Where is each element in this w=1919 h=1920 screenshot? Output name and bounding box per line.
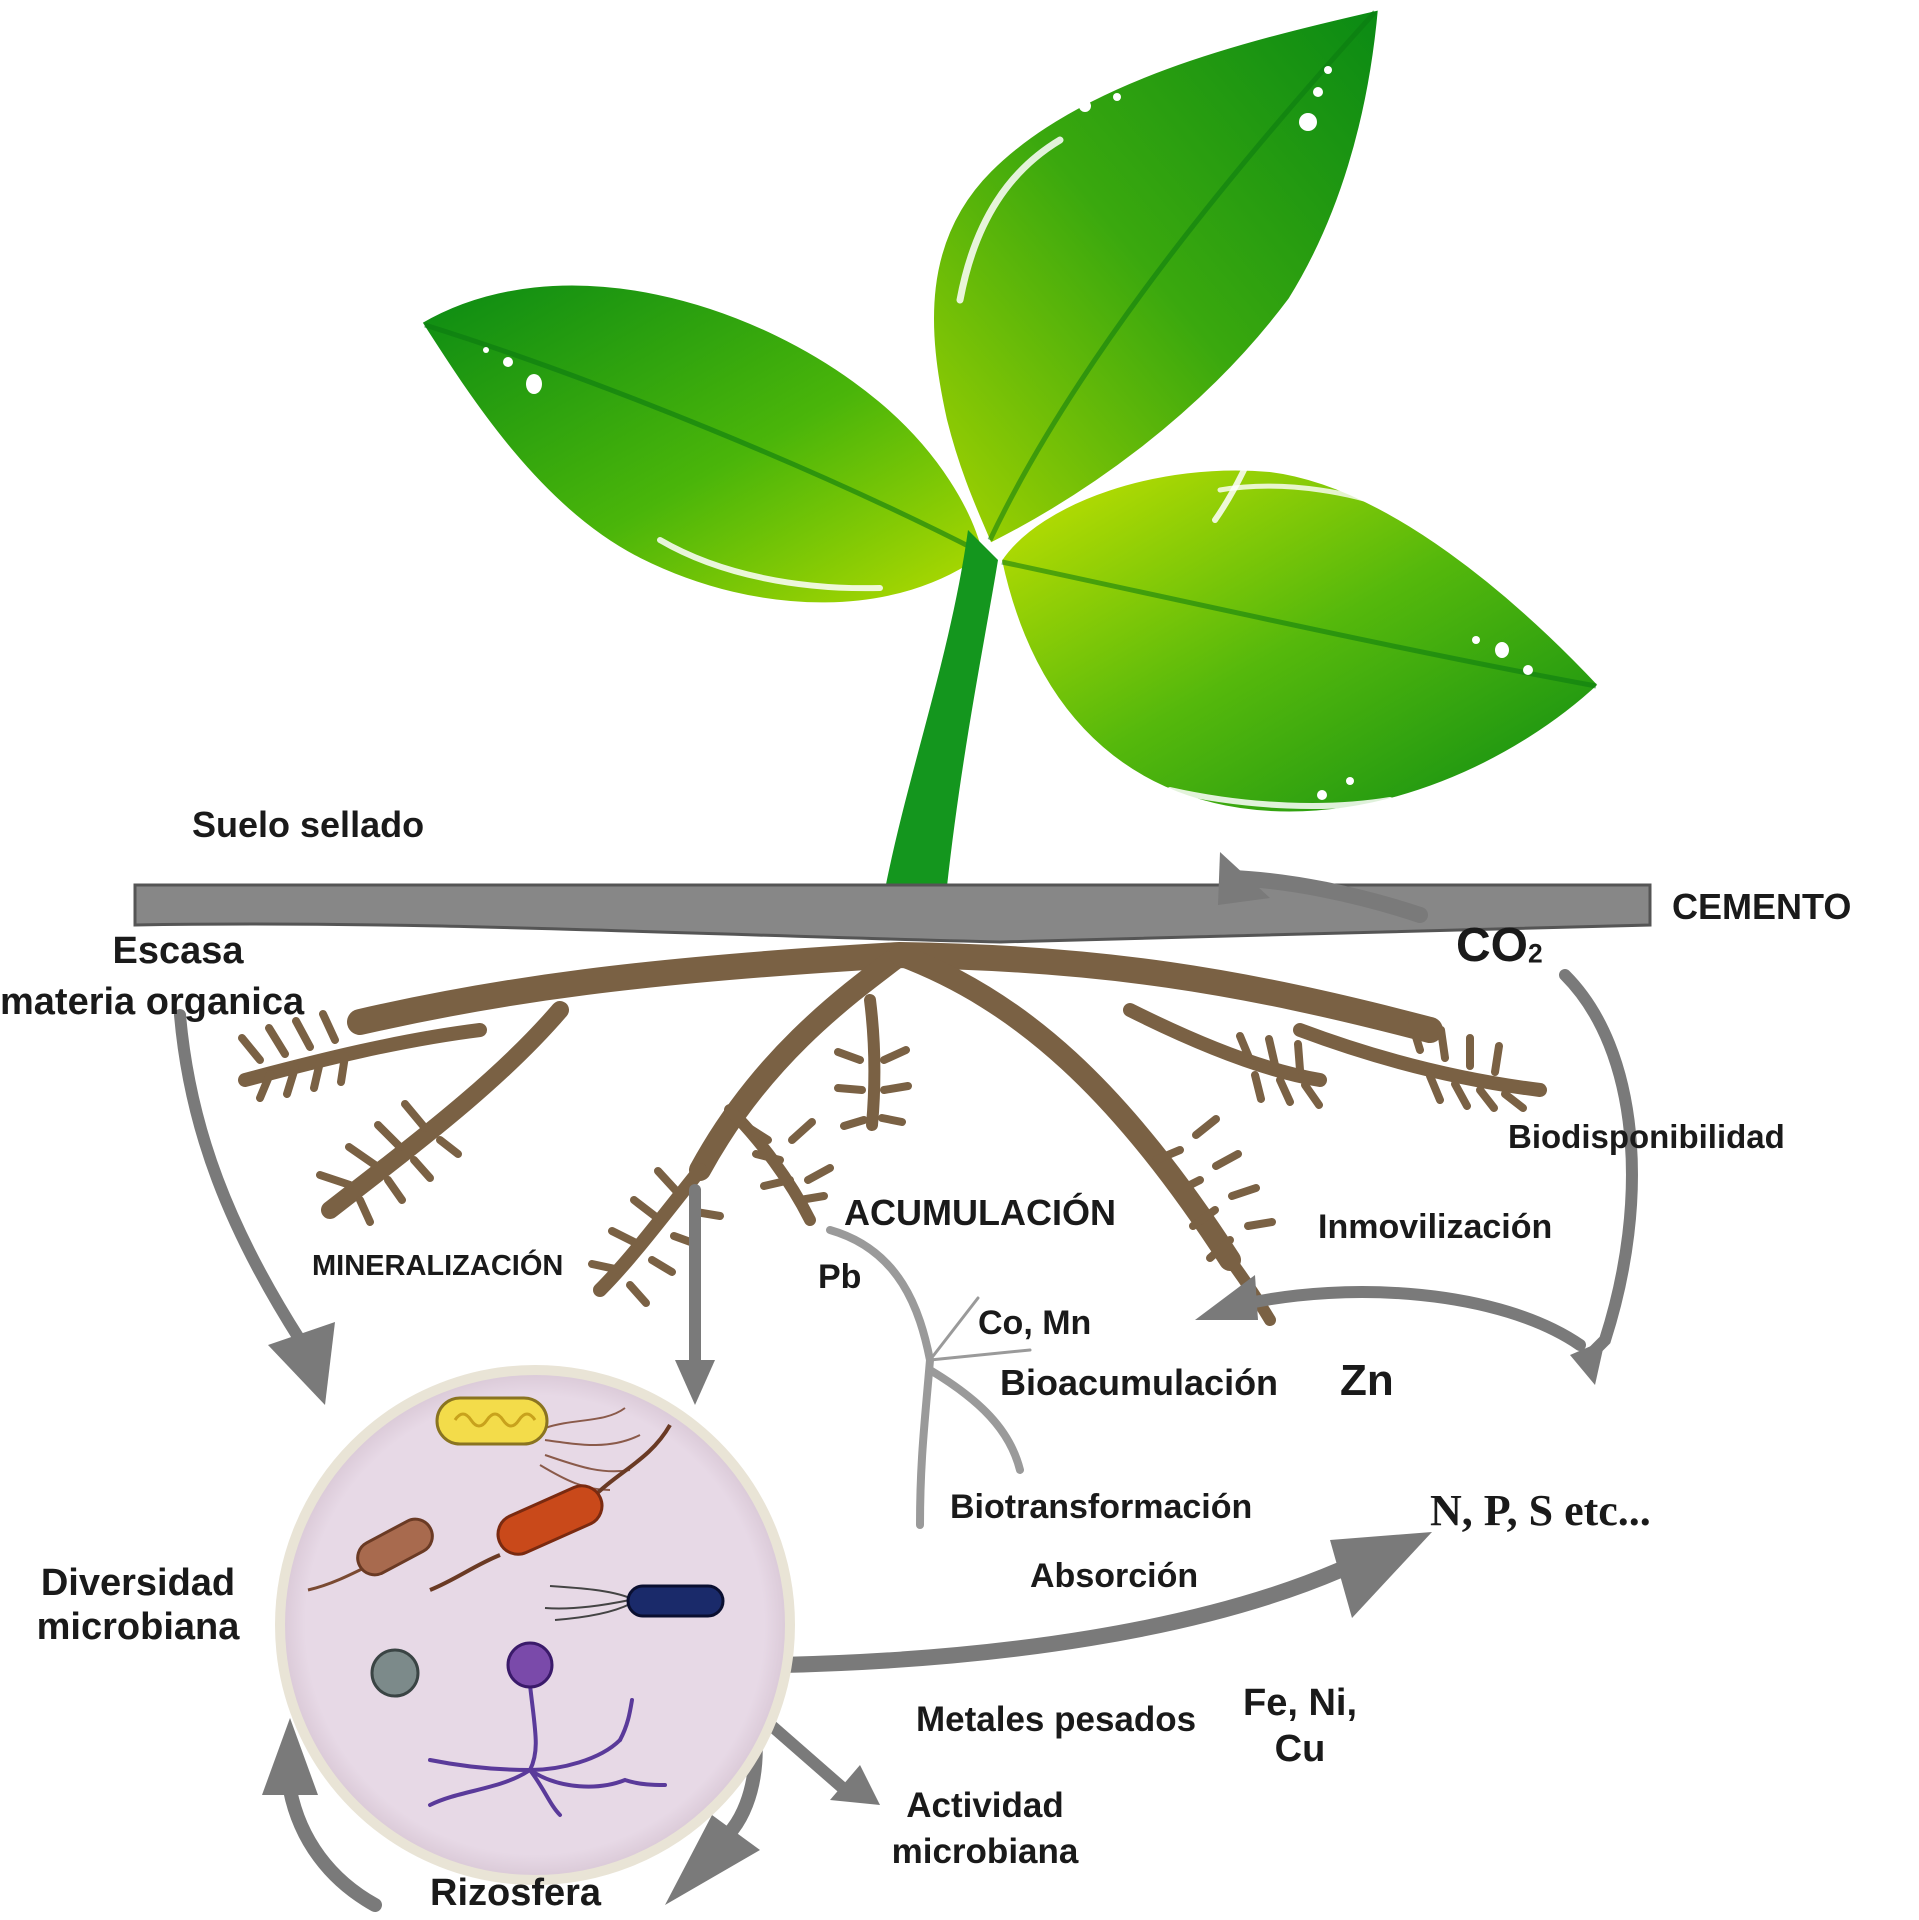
actividad-arrowhead	[830, 1765, 880, 1805]
leaf-highlight	[1167, 787, 1393, 809]
label-biodisponibilidad: Biodisponibilidad	[1508, 1118, 1785, 1155]
leaf-top-vein	[987, 10, 1377, 542]
mineralizacion-arrowhead	[675, 1360, 715, 1405]
label-acumulacion: ACUMULACIÓN	[844, 1192, 1116, 1233]
label-co2-main: CO	[1456, 919, 1528, 972]
process-arrows	[174, 852, 1638, 1912]
label-pb: Pb	[818, 1258, 862, 1296]
label-escasa-line1: Escasa	[112, 930, 244, 972]
label-suelo-sellado: Suelo sellado	[192, 804, 425, 845]
plant-roots	[238, 942, 1547, 1326]
biodisponibilidad-arrow-shaft	[1559, 969, 1638, 1366]
leaf-left	[417, 281, 988, 607]
leaf-highlight	[956, 136, 1064, 304]
actividad-arrow-shaft	[759, 1714, 851, 1796]
label-co-mn: Co, Mn	[978, 1304, 1092, 1342]
bacterium-yellow	[435, 1396, 641, 1491]
label-zn: Zn	[1340, 1356, 1394, 1405]
leaf-right-vein	[1001, 559, 1597, 689]
fungus-purple	[428, 1683, 667, 1817]
inmovilizacion-arrow-shaft	[1234, 1286, 1586, 1351]
bacterium-orange-rod	[429, 1424, 672, 1592]
label-metales-pesados: Metales pesados	[916, 1700, 1197, 1739]
label-biotransformacion: Biotransformación	[950, 1488, 1253, 1526]
rizosfera-arrowhead-right	[665, 1815, 760, 1905]
label-co2: CO2	[1456, 918, 1543, 973]
leaf-left-vein	[424, 322, 982, 555]
escasa-arrowhead	[268, 1322, 335, 1405]
label-cu: Cu	[1274, 1728, 1326, 1770]
label-actividad-line2: microbiana	[891, 1832, 1079, 1871]
root-hairs	[238, 1010, 1527, 1307]
label-cemento: CEMENTO	[1672, 886, 1852, 927]
label-mineralizacion: MINERALIZACIÓN	[312, 1250, 564, 1282]
leaf-highlight	[1217, 483, 1423, 523]
absorcion-arrow-shaft	[772, 1562, 1348, 1673]
water-droplets	[483, 66, 1533, 800]
label-absorcion: Absorción	[1030, 1557, 1199, 1595]
fungus-sporangium	[506, 1641, 554, 1689]
accumulation-branch	[826, 1226, 1032, 1529]
rizosfera-arrow-shaft-left	[283, 1783, 382, 1912]
escasa-arrow-shaft	[174, 1009, 306, 1346]
leaf-right	[997, 466, 1603, 816]
co2-arrowhead	[1218, 852, 1270, 905]
leaf-highlight	[1212, 317, 1298, 523]
label-actividad-line1: Actividad	[906, 1786, 1064, 1825]
label-nps: N, P, S etc...	[1430, 1486, 1651, 1535]
label-diversidad-line2: microbiana	[36, 1606, 240, 1648]
bacterium-brown-small	[307, 1517, 434, 1592]
co2-arrow-shaft	[1222, 870, 1428, 923]
rizosfera-arrowhead-left	[262, 1718, 318, 1795]
label-inmovilizacion: Inmovilización	[1318, 1208, 1553, 1246]
label-bioacumulacion: Bioacumulación	[1000, 1362, 1279, 1403]
leaf-highlight	[657, 537, 883, 592]
label-diversidad-line1: Diversidad	[40, 1562, 236, 1604]
cement-slab	[133, 883, 1652, 944]
label-fe-ni: Fe, Ni,	[1242, 1682, 1358, 1724]
label-co2-sub: 2	[1528, 938, 1543, 969]
bacterium-blue-rod	[544, 1584, 725, 1621]
absorcion-arrowhead	[1330, 1532, 1432, 1618]
label-escasa-line2: materia organica	[0, 981, 305, 1023]
plant-stem	[882, 530, 998, 905]
microbial-diversity-circle	[275, 1365, 795, 1885]
coccus-grey	[370, 1648, 420, 1698]
inmovilizacion-arrowhead	[1195, 1275, 1258, 1320]
plant-leaves	[417, 5, 1603, 816]
label-rizosfera: Rizosfera	[430, 1872, 602, 1914]
biodisponibilidad-arrowhead	[1570, 1340, 1605, 1385]
